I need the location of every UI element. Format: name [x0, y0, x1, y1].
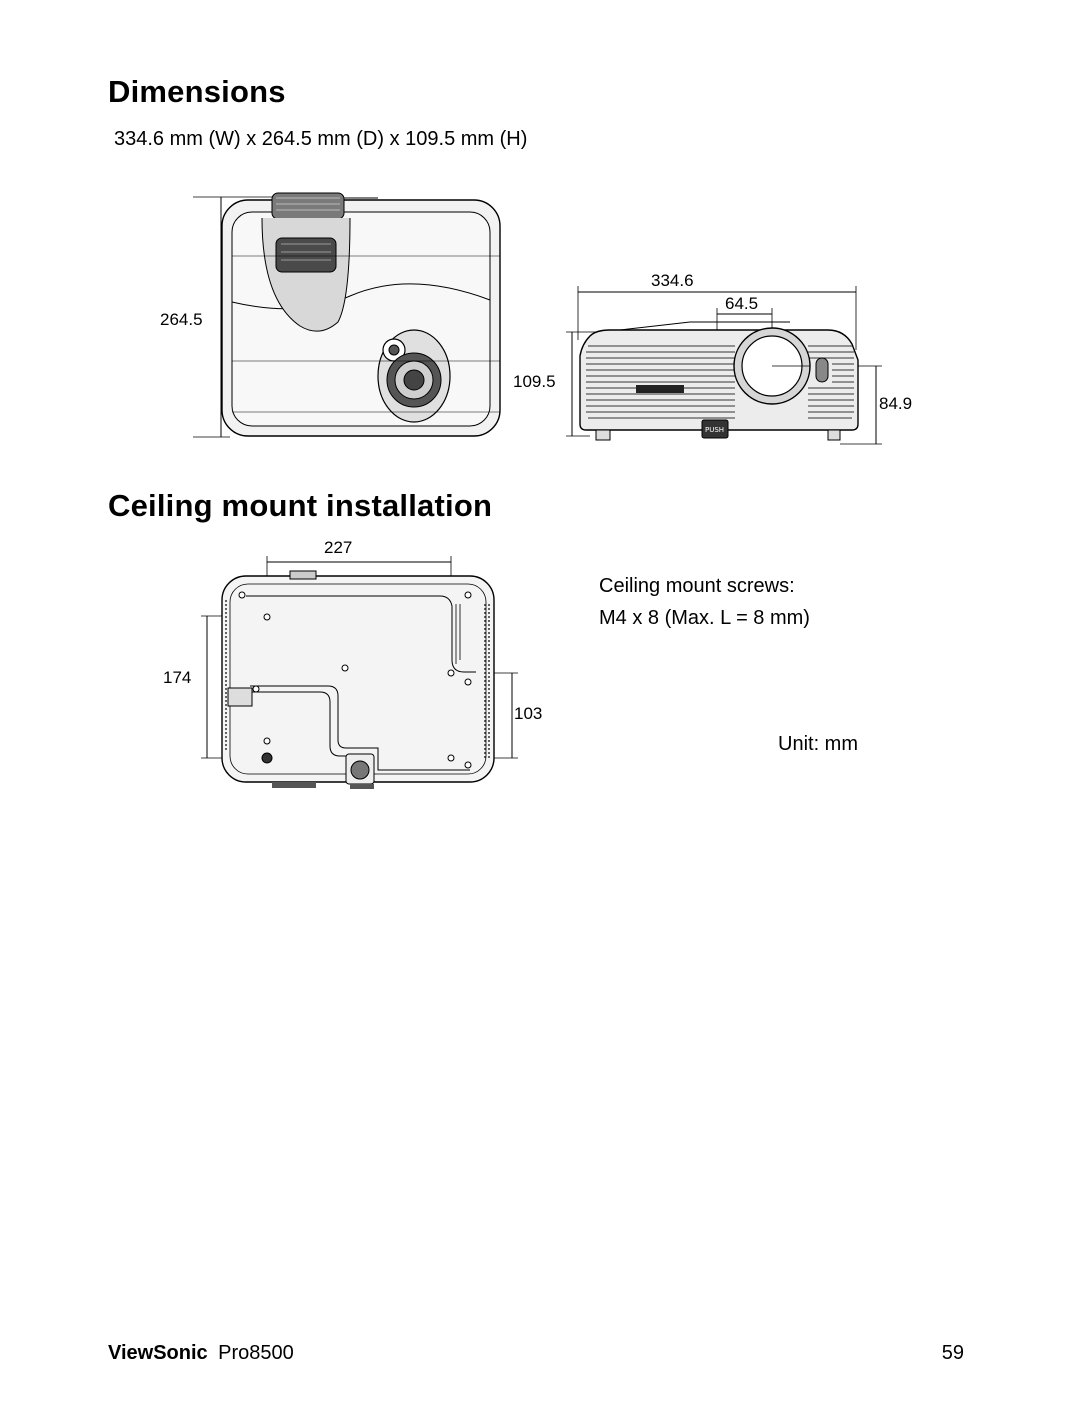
focus-button-label: PUSH: [705, 426, 725, 434]
ceiling-mount-heading: Ceiling mount installation: [108, 488, 493, 523]
front-view-lens-height-label: 84.9: [879, 394, 913, 413]
dimensions-heading: Dimensions: [108, 74, 286, 109]
footer-model: Pro8500: [218, 1342, 294, 1364]
ceiling-mount-screws-label: Ceiling mount screws:: [599, 575, 795, 597]
ceiling-mount-screws-spec: M4 x 8 (Max. L = 8 mm): [599, 607, 810, 629]
page-number: 59: [941, 1342, 964, 1364]
front-view-height-label: 109.5: [513, 372, 556, 391]
top-view-diagram: [193, 192, 501, 438]
top-view-depth-label: 264.5: [160, 310, 203, 329]
bottom-view-width-label: 227: [324, 538, 353, 557]
footer-brand: ViewSonic: [108, 1342, 208, 1364]
front-view-lens-offset-label: 64.5: [725, 294, 759, 313]
unit-label: Unit: mm: [778, 733, 858, 755]
footer: ViewSonic Pro8500 59: [108, 1342, 968, 1370]
dimensions-summary: 334.6 mm (W) x 264.5 mm (D) x 109.5 mm (…: [114, 128, 528, 150]
bottom-view-hole-depth-label: 103: [514, 704, 543, 723]
front-view-width-label: 334.6: [651, 271, 694, 290]
front-view-diagram: [566, 286, 882, 445]
bottom-view-depth-label: 174: [163, 668, 192, 687]
